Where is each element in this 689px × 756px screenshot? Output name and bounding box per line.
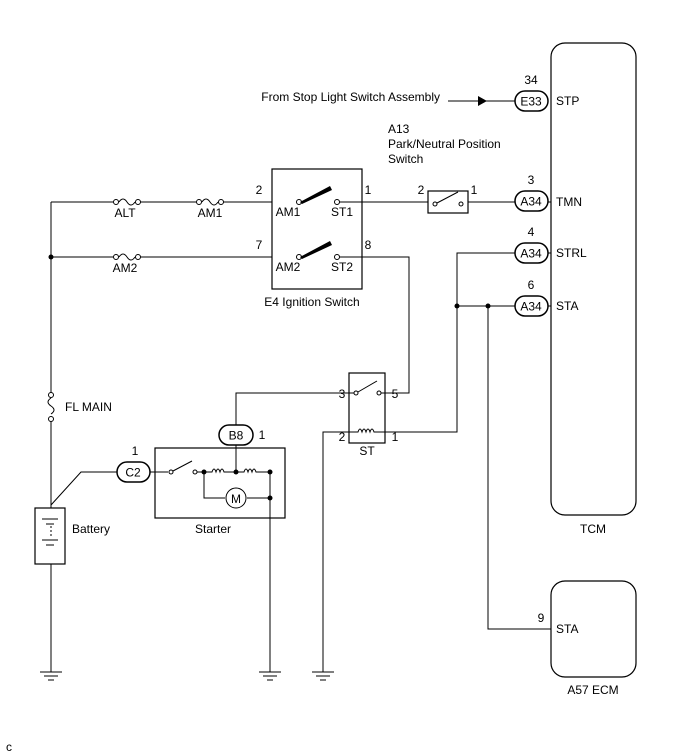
ground-icon xyxy=(40,671,62,681)
relay-switch-icon xyxy=(357,380,378,393)
connector-b8-pin: 1 xyxy=(259,428,266,442)
ignition-term-am1: AM1 xyxy=(276,205,301,219)
tcm-box xyxy=(550,42,637,516)
coil-icon xyxy=(204,468,236,474)
tcm-label: TCM xyxy=(580,522,606,536)
fuse-icon xyxy=(118,253,136,261)
switch-contact-icon xyxy=(300,241,332,259)
fuse-icon xyxy=(118,198,136,206)
relay-pin-2: 2 xyxy=(339,430,346,444)
stop-light-label: From Stop Light Switch Assembly xyxy=(261,90,440,104)
ignition-pin-st2: 8 xyxy=(365,238,372,252)
ecm-sta-pin: 9 xyxy=(538,611,545,625)
fuse-am2-label: AM2 xyxy=(113,261,138,275)
switch-contact-icon xyxy=(436,191,459,204)
fuse-icon xyxy=(201,198,219,206)
ignition-switch-box xyxy=(271,168,363,290)
ecm-sta-terminal: STA xyxy=(556,622,578,636)
starter-label: Starter xyxy=(195,522,231,536)
relay-coil-icon xyxy=(349,428,385,434)
connector-a34-strl-pin: 4 xyxy=(528,225,535,239)
relay-pin-1: 1 xyxy=(392,430,399,444)
relay-pin-5: 5 xyxy=(392,387,399,401)
pnp-pin-left: 2 xyxy=(418,183,425,197)
motor-label: M xyxy=(231,492,241,506)
pnp-code: A13 xyxy=(388,122,410,136)
connector-c2-code: C2 xyxy=(125,466,141,480)
connector-a34-sta-pin: 6 xyxy=(528,278,535,292)
tcm-strl-terminal: STRL xyxy=(556,246,587,260)
coil-icon xyxy=(236,468,270,474)
connector-c2-pin: 1 xyxy=(132,444,139,458)
battery-label: Battery xyxy=(72,522,110,536)
ground-icon xyxy=(312,671,334,681)
st-relay-label: ST xyxy=(359,444,375,458)
ignition-pin-st1: 1 xyxy=(365,183,372,197)
pnp-name-line1: Park/Neutral Position xyxy=(388,137,501,151)
tcm-sta-terminal: STA xyxy=(556,299,578,313)
connector-a34-tmn-code: A34 xyxy=(520,195,542,209)
starter-box xyxy=(154,447,286,519)
connector-a34-tmn-pin: 3 xyxy=(528,173,535,187)
junction-dot xyxy=(454,303,460,309)
ignition-pin-am2: 7 xyxy=(256,238,263,252)
connector-e33-pin: 34 xyxy=(524,73,538,87)
switch-contact-icon xyxy=(300,186,332,204)
pnp-name-line2: Switch xyxy=(388,152,423,166)
fuse-alt-label: ALT xyxy=(114,206,136,220)
arrow-icon xyxy=(478,96,487,106)
ignition-term-st2: ST2 xyxy=(331,260,353,274)
corner-mark: c xyxy=(6,740,12,754)
fusible-link-icon xyxy=(47,397,55,415)
connector-e33-code: E33 xyxy=(520,95,542,109)
ecm-label: A57 ECM xyxy=(567,683,618,697)
connector-e33 xyxy=(514,90,549,112)
connector-a34-sta-code: A34 xyxy=(520,300,542,314)
battery-box xyxy=(34,507,66,565)
connector-a34-strl-code: A34 xyxy=(520,247,542,261)
connector-a34-tmn xyxy=(514,190,549,212)
connector-b8-code: B8 xyxy=(229,429,244,443)
ignition-term-am2: AM2 xyxy=(276,260,301,274)
starter-switch-icon xyxy=(172,460,193,472)
fuse-am1-label: AM1 xyxy=(198,206,223,220)
tcm-tmn-terminal: TMN xyxy=(556,195,582,209)
tcm-stp-terminal: STP xyxy=(556,94,579,108)
motor-icon xyxy=(225,487,247,509)
st-relay-box xyxy=(348,372,386,444)
ground-icon xyxy=(259,671,281,681)
relay-pin-3: 3 xyxy=(339,387,346,401)
ignition-term-st1: ST1 xyxy=(331,205,353,219)
ignition-switch-label: E4 Ignition Switch xyxy=(264,295,359,309)
fl-main-label: FL MAIN xyxy=(65,400,112,414)
ignition-pin-am1: 2 xyxy=(256,183,263,197)
pnp-pin-right: 1 xyxy=(471,183,478,197)
